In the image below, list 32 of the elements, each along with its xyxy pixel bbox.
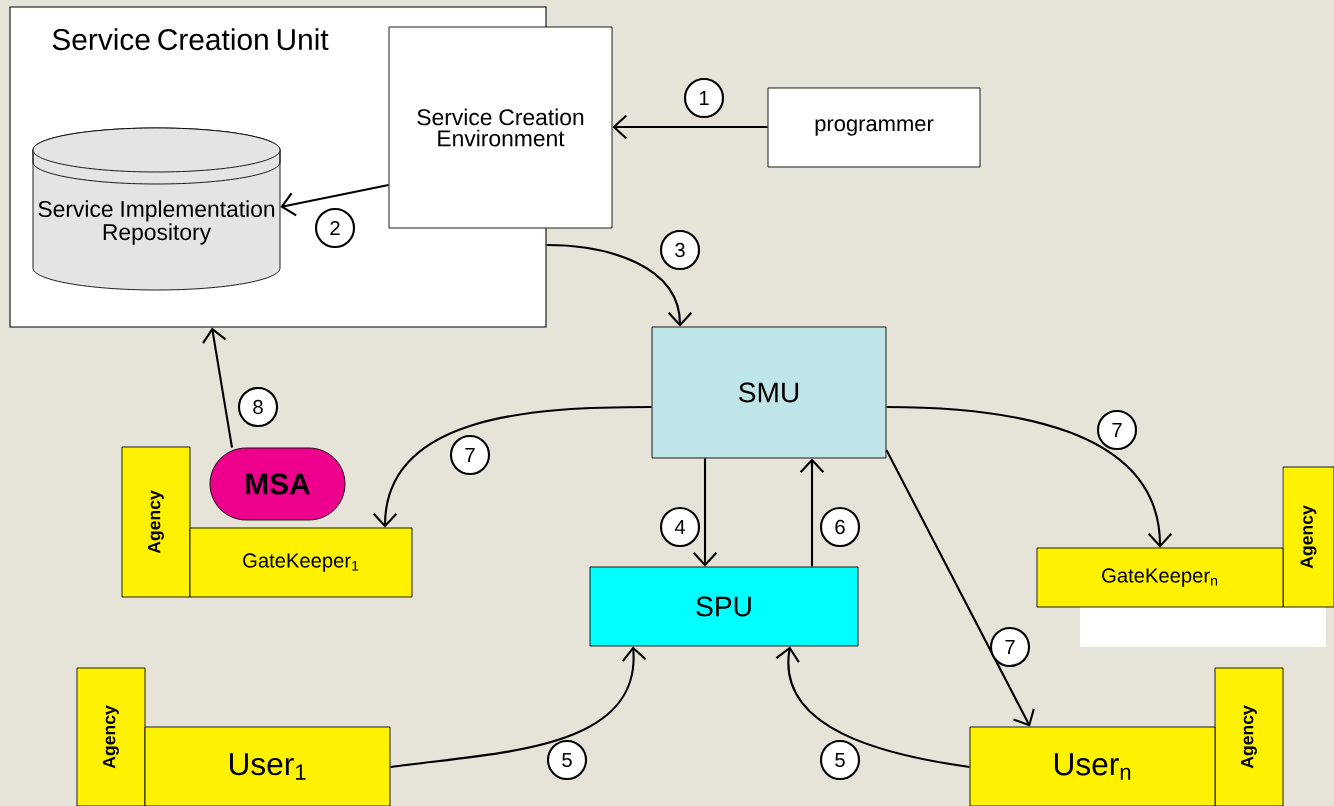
step-number: 1: [683, 77, 725, 119]
process-box: SPU: [589, 566, 859, 647]
agency-box: Agency: [1214, 667, 1284, 806]
arrow: [775, 646, 970, 769]
arrow: [885, 449, 1035, 727]
step-number: 5: [819, 739, 861, 781]
step-number: 7: [1096, 409, 1138, 451]
step-number: 6: [819, 506, 861, 548]
database-cylinder: Service Implementation Repository: [32, 127, 281, 291]
step-number: 7: [989, 626, 1031, 668]
arrow: [390, 646, 647, 769]
step-number: 5: [546, 739, 588, 781]
process-box: SMU: [651, 326, 887, 459]
actor-box: programmer: [767, 87, 981, 168]
step-number: 3: [659, 229, 701, 271]
step-number: 4: [659, 506, 701, 548]
step-number: 7: [449, 434, 491, 476]
process-box: Service Creation Environment: [388, 26, 613, 229]
arrow: [886, 405, 1173, 548]
arrow: [372, 405, 652, 528]
agency-box: Agency: [1282, 466, 1334, 608]
step-number: 8: [237, 386, 279, 428]
arrow: [280, 183, 389, 217]
arrow: [612, 114, 768, 140]
agency-box: Agency: [121, 446, 191, 598]
arrow: [692, 458, 718, 567]
gatekeeper-box: GateKeeper$_{1}$: [189, 527, 413, 598]
arrow: [799, 458, 825, 567]
arrow: [546, 243, 693, 327]
arrow: [202, 327, 234, 448]
step-number: 2: [314, 207, 356, 249]
agency-box: Agency: [76, 667, 146, 806]
